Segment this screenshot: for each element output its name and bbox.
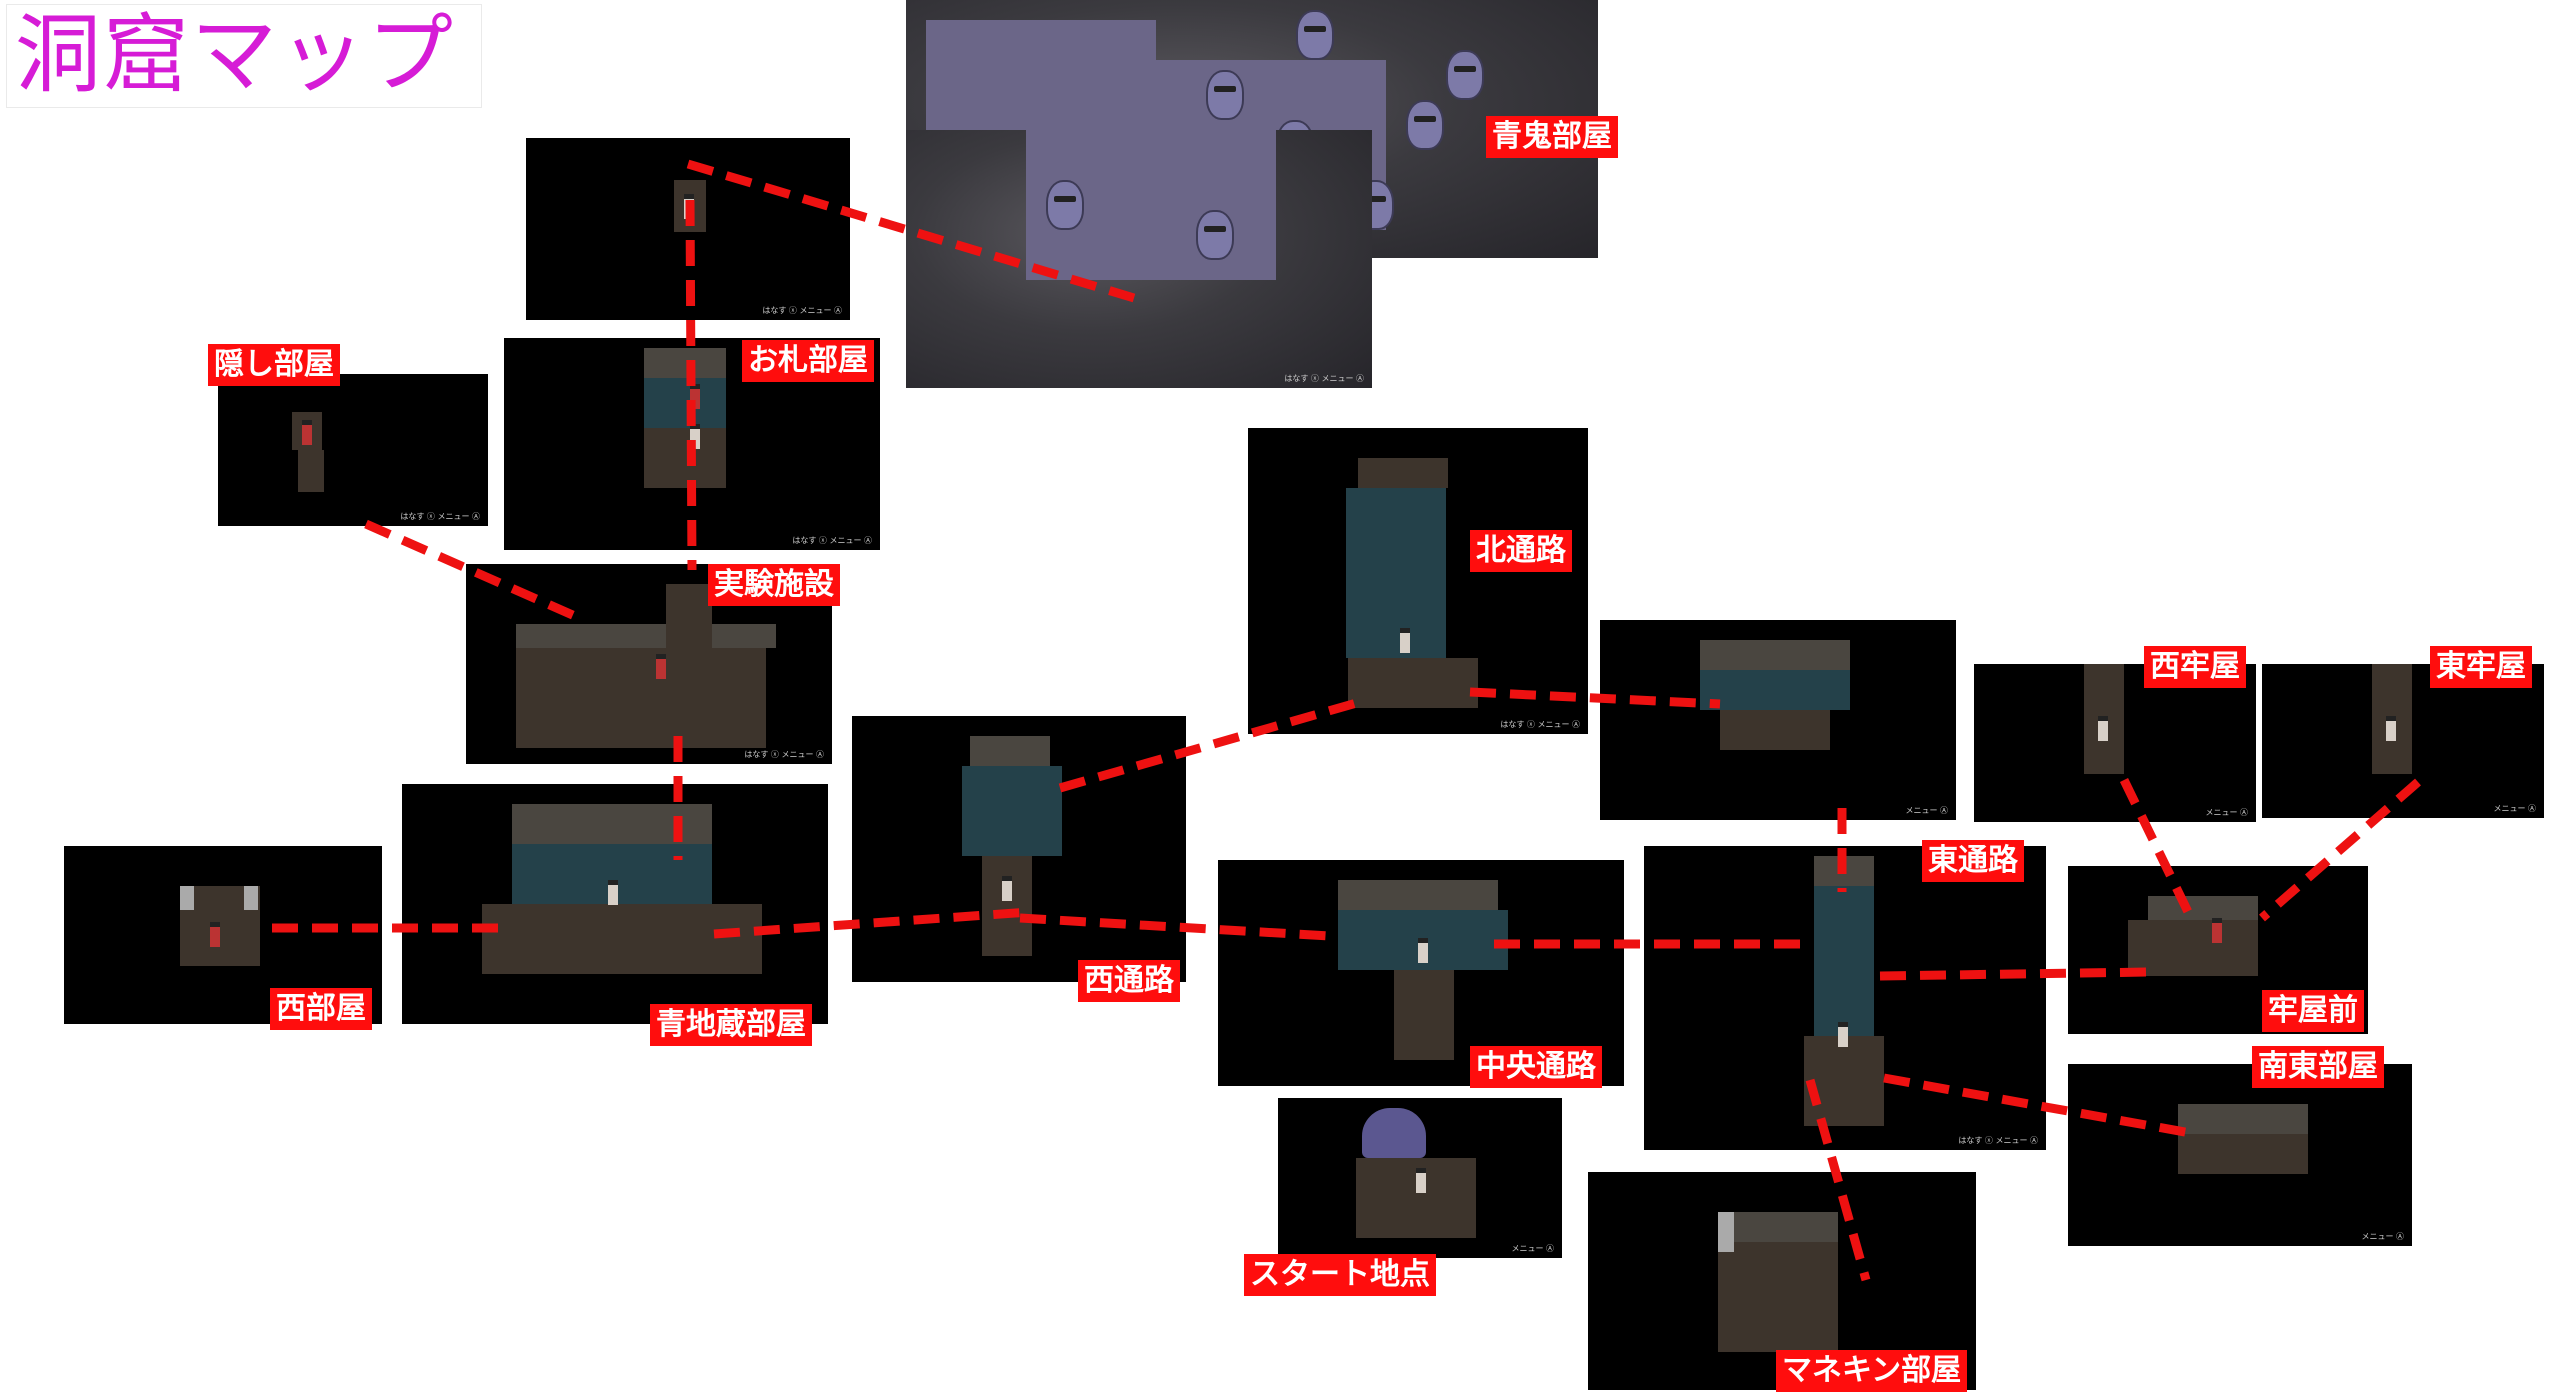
label-west-room: 西部屋 [270, 988, 372, 1030]
room-start: メニュー Ⓐ [1278, 1098, 1562, 1258]
label-southeast-room: 南東部屋 [2252, 1046, 2384, 1088]
label-cell-front: 牢屋前 [2262, 990, 2364, 1032]
label-west-cell: 西牢屋 [2144, 646, 2246, 688]
label-east-cell: 東牢屋 [2430, 646, 2532, 688]
label-blue-jizo-room: 青地蔵部屋 [650, 1004, 812, 1046]
label-lab: 実験施設 [708, 564, 840, 606]
label-north-passage: 北通路 [1470, 530, 1572, 572]
hud-text: はなす ⓧ メニュー Ⓐ [1284, 374, 1364, 383]
label-central-passage: 中央通路 [1470, 1046, 1602, 1088]
label-hidden-room: 隠し部屋 [208, 344, 340, 386]
label-mannequin-room: マネキン部屋 [1776, 1350, 1968, 1392]
label-aooni-room: 青鬼部屋 [1486, 116, 1618, 158]
room-southeast: メニュー Ⓐ [2068, 1064, 2412, 1246]
room-east-upper: メニュー Ⓐ [1600, 620, 1956, 820]
room-aooni-lower: はなす ⓧ メニュー Ⓐ [906, 130, 1372, 388]
label-start-point: スタート地点 [1244, 1254, 1436, 1296]
label-west-passage: 西通路 [1078, 960, 1180, 1002]
page-title: 洞窟マップ [6, 4, 482, 108]
room-blue-jizo [402, 784, 828, 1024]
room-hidden: はなす ⓧ メニュー Ⓐ [218, 374, 488, 526]
room-west-passage [852, 716, 1186, 982]
label-ofuda-room: お札部屋 [742, 340, 874, 382]
label-east-passage: 東通路 [1922, 840, 2024, 882]
room-north-passage: はなす ⓧ メニュー Ⓐ [1248, 428, 1588, 734]
room-west-cell: メニュー Ⓐ [1974, 664, 2256, 822]
